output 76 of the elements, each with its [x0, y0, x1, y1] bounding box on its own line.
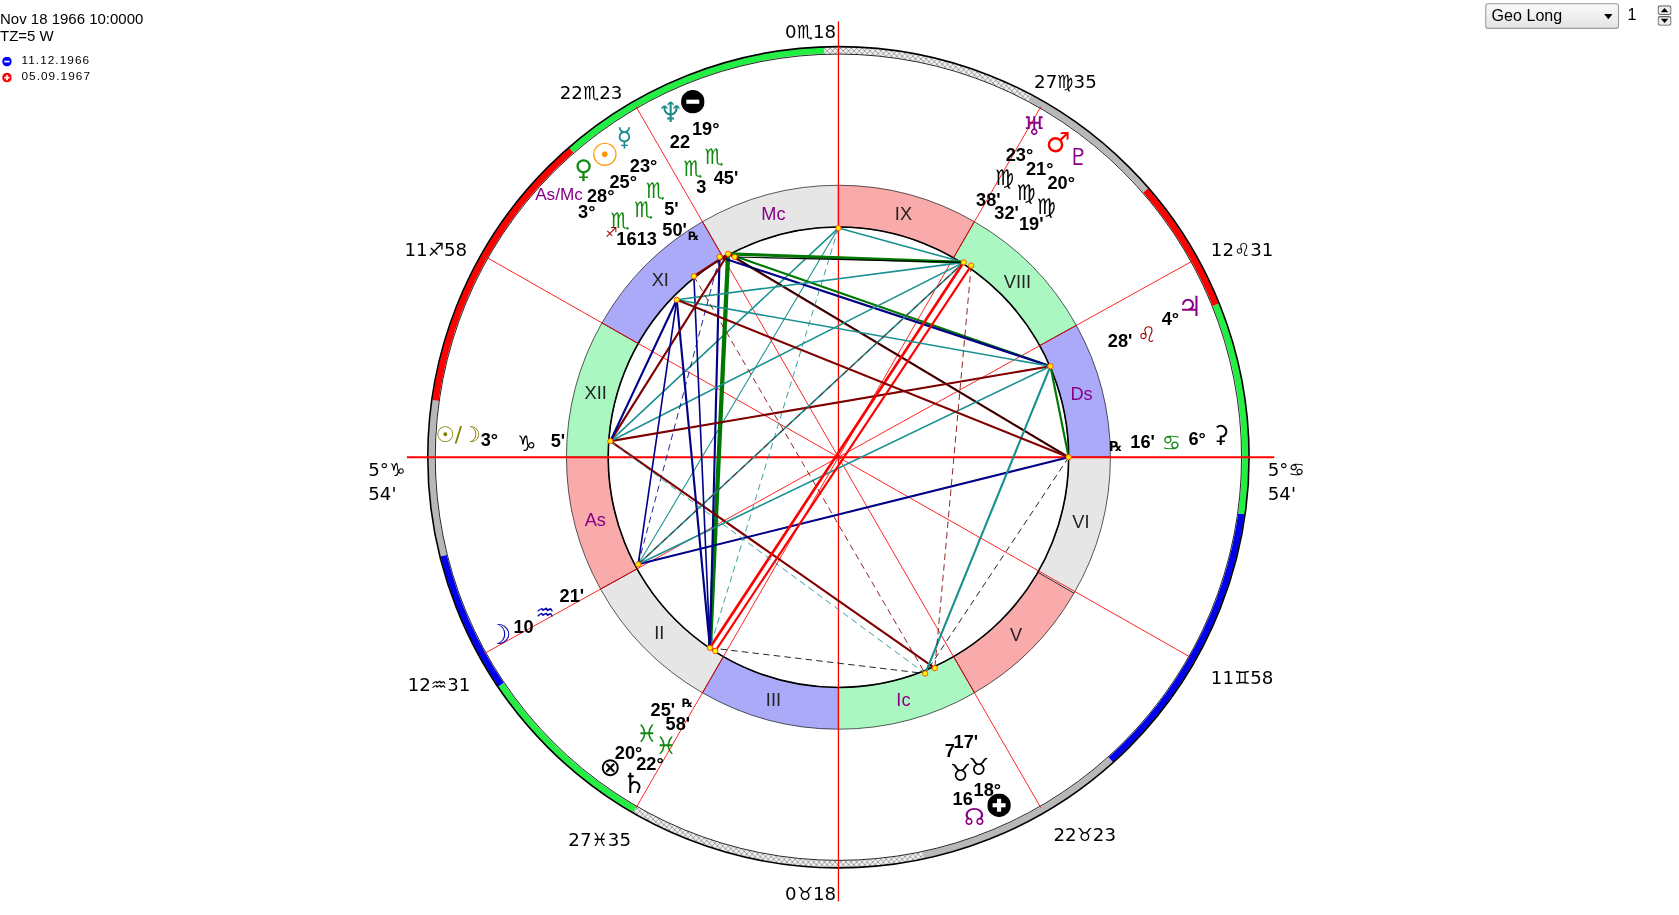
degree-label: 3° — [480, 431, 499, 450]
planet-glyph: ♃ — [1177, 292, 1203, 321]
retrograde-mark: ℞ — [682, 697, 693, 710]
house-label: Ic — [896, 690, 911, 709]
degree-label: 4° — [1161, 310, 1180, 329]
zodiac-glyph: ♑ — [517, 432, 537, 454]
degree-label: 18° — [973, 781, 1002, 800]
degree-label: 23° — [629, 156, 658, 176]
house-label: IX — [894, 205, 912, 224]
planet-glyph: ♅ — [1022, 113, 1046, 140]
cusp-label: 5°♋ 54' — [1267, 458, 1306, 506]
legend-text: 05.09.1967 — [21, 70, 92, 83]
house-label: Mc — [761, 205, 786, 224]
degree-label: 50' — [662, 221, 687, 240]
zodiac-glyph: ♏ — [683, 157, 703, 179]
zodiac-glyph: ♓ — [655, 734, 677, 759]
planet-glyph: ♀ — [574, 156, 593, 183]
house-label: Ds — [1070, 385, 1093, 404]
degree-label: 16 — [616, 229, 637, 248]
degree-label: 3 — [696, 178, 707, 197]
cusp-label: 12♒31 — [407, 676, 471, 695]
cusp-label: 22♏23 — [559, 84, 623, 103]
zodiac-glyph: ♏ — [704, 145, 724, 168]
midpoint-label: As/Mc — [535, 186, 583, 204]
degree-label: 45' — [713, 168, 739, 187]
cusp-label: 5°♑ 54' — [368, 458, 407, 506]
cusp-label: 11♐58 — [404, 241, 468, 260]
header-text: Nov 18 1966 10:0000 — [0, 10, 144, 26]
degree-label: 16' — [1130, 433, 1155, 452]
planet-glyph: ♆ — [657, 98, 683, 127]
retrograde-mark: ℞ — [688, 230, 700, 243]
degree-label: 20° — [1047, 174, 1075, 193]
house-label: XI — [651, 271, 669, 290]
house-label: As — [584, 511, 606, 530]
planet-glyph: ☽ — [486, 620, 512, 648]
house-label: XII — [584, 384, 607, 403]
zodiac-glyph: ♍ — [994, 167, 1014, 189]
planet-glyph: ♄ — [621, 769, 647, 798]
cusp-label: 12♌31 — [1210, 241, 1274, 260]
degree-label: 13 — [636, 229, 657, 248]
degree-label: 5' — [664, 199, 679, 218]
legend-text: 11.12.1966 — [21, 54, 91, 67]
cusp-label: 0♉18 — [785, 885, 837, 904]
cusp-label: 27♍35 — [1034, 73, 1097, 92]
house-label: V — [1009, 625, 1023, 644]
degree-label: 7 — [944, 741, 955, 760]
cusp-label: 11♊58 — [1210, 668, 1274, 687]
degree-label: 21' — [559, 587, 585, 606]
degree-label: 16 — [952, 789, 973, 808]
degree-label: 28' — [1107, 332, 1133, 351]
zodiac-glyph: ♋ — [1161, 431, 1182, 453]
degree-label: 19° — [691, 120, 720, 139]
degree-label: 17' — [953, 732, 979, 752]
zodiac-glyph: ♓ — [636, 722, 658, 747]
zodiac-glyph: ♌ — [1137, 323, 1157, 345]
cusp-label: 27♓35 — [568, 831, 631, 850]
zodiac-glyph: ♒ — [535, 601, 555, 624]
house-label: VI — [1072, 513, 1090, 532]
house-label: VIII — [1003, 272, 1032, 291]
degree-label: 22 — [669, 133, 691, 152]
degree-label: 5' — [550, 432, 566, 451]
cusp-label: 22♉23 — [1053, 826, 1117, 845]
cusp-label: 0♏18 — [785, 23, 837, 42]
zodiac-glyph: ♏ — [645, 179, 665, 202]
zodiac-glyph: ♍ — [1016, 182, 1036, 204]
dropdown: Geo Long — [1485, 3, 1620, 29]
zodiac-glyph: ♏ — [633, 199, 654, 221]
retrograde-mark: ℞ — [1109, 439, 1122, 454]
planet-glyph: ☉/☽ — [435, 424, 482, 446]
planet-glyph: ☊ — [963, 805, 985, 829]
house-label: II — [654, 624, 665, 643]
header-text: TZ=5 W — [0, 27, 54, 43]
degree-label: 6° — [1188, 429, 1206, 449]
planet-glyph: ⚳ — [1212, 422, 1230, 447]
degree-label: 10 — [513, 618, 534, 637]
house-label: III — [765, 690, 781, 709]
